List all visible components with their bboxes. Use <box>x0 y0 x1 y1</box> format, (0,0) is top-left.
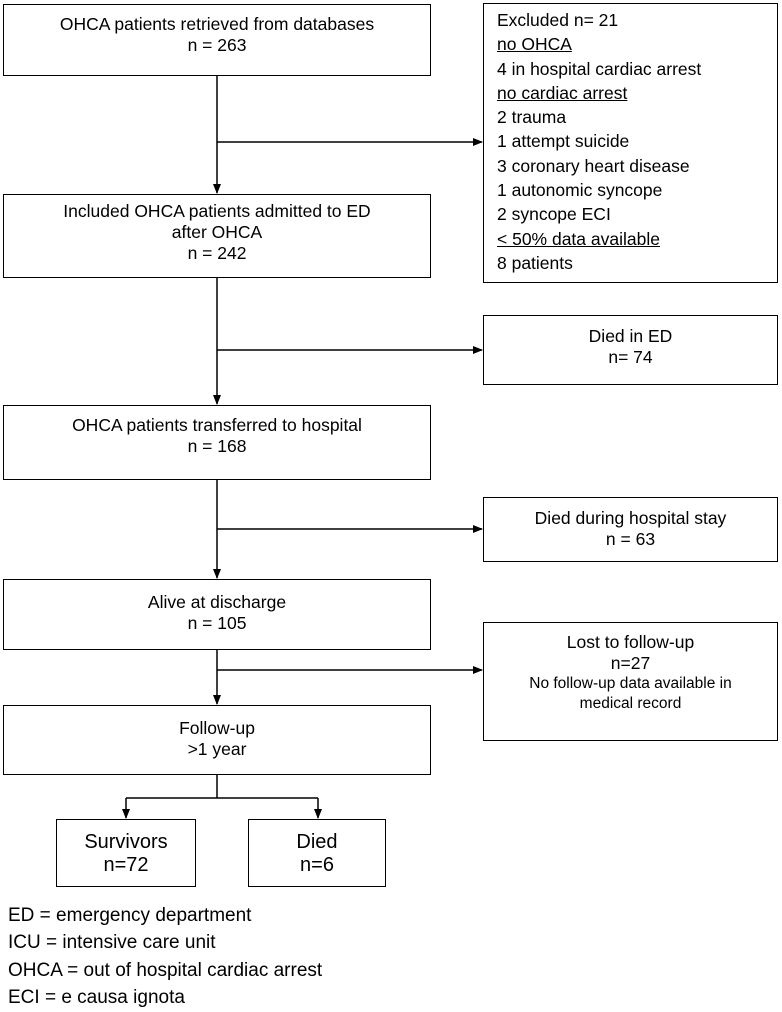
legend-ed: ED = emergency department <box>8 905 252 926</box>
box-included-title: Included OHCA patients admitted to ED <box>63 201 371 221</box>
box-excluded: Excluded n= 21 no OHCA 4 in hospital cardi… <box>483 3 778 283</box>
box-survivors-count: n=72 <box>103 854 149 876</box>
excluded-line: no OHCA <box>497 34 572 55</box>
excluded-line: < 50% data available <box>497 228 660 249</box>
box-died: Died n=6 <box>248 819 386 887</box>
box-lost: Lost to follow-up n=27 No follow-up data… <box>483 622 778 741</box>
box-died-count: n=6 <box>300 854 334 876</box>
box-died-ed-title: Died in ED <box>588 326 673 346</box>
box-died-hospital-count: n = 63 <box>605 529 656 549</box>
box-died-ed: Died in ED n= 74 <box>483 315 778 385</box>
legend-ohca: OHCA = out of hospital cardiac arrest <box>8 959 323 981</box>
box-died-ed-count: n= 74 <box>608 347 653 367</box>
box-alive-title: Alive at discharge <box>147 592 287 612</box>
excluded-line: no cardiac arrest <box>497 82 628 103</box>
box-lost-count: n=27 <box>610 653 651 673</box>
box-followup-duration: >1 year <box>187 739 247 759</box>
box-died-title: Died <box>296 831 338 853</box>
box-alive: Alive at discharge n = 105 <box>3 579 431 650</box>
box-retrieved-count: n = 263 <box>187 35 247 55</box>
box-died-hospital-title: Died during hospital stay <box>534 508 727 528</box>
legend-icu: ICU = intensive care unit <box>8 932 216 954</box>
box-followup-title: Follow-up <box>179 718 255 738</box>
box-alive-count: n = 105 <box>187 613 247 633</box>
box-retrieved-title: OHCA patients retrieved from databases <box>59 14 375 34</box>
box-transferred: OHCA patients transferred to hospital n … <box>3 405 431 480</box>
box-followup: Follow-up >1 year <box>3 705 431 775</box>
box-lost-title: Lost to follow-up <box>566 632 695 652</box>
box-included-title-2: after OHCA <box>171 222 263 242</box>
excluded-line: 8 patients <box>497 252 573 273</box>
box-lost-note: No follow-up data available in <box>529 675 732 692</box>
box-died-hospital: Died during hospital stay n = 63 <box>483 497 778 562</box>
excluded-line: 2 trauma <box>497 107 567 128</box>
excluded-line: 2 syncope ECI <box>497 204 611 225</box>
abbreviation-legend: ED = emergency department ICU = intensiv… <box>8 902 322 1011</box>
legend-eci: ECI = e causa ignota <box>8 986 185 1008</box>
box-transferred-count: n = 168 <box>187 436 247 456</box>
box-included-count: n = 242 <box>187 243 247 263</box>
box-survivors: Survivors n=72 <box>56 819 196 887</box>
box-included: Included OHCA patients admitted to ED af… <box>3 194 431 278</box>
box-retrieved: OHCA patients retrieved from databases n… <box>3 4 431 76</box>
excluded-line: 4 in hospital cardiac arrest <box>497 58 702 79</box>
box-lost-note-2: medical record <box>579 695 682 712</box>
excluded-line: Excluded n= 21 <box>497 10 619 30</box>
box-survivors-title: Survivors <box>84 831 168 853</box>
box-transferred-title: OHCA patients transferred to hospital <box>72 415 362 435</box>
excluded-line: 1 attempt suicide <box>497 131 630 152</box>
excluded-line: 3 coronary heart disease <box>497 155 690 176</box>
excluded-line: 1 autonomic syncope <box>497 180 663 201</box>
